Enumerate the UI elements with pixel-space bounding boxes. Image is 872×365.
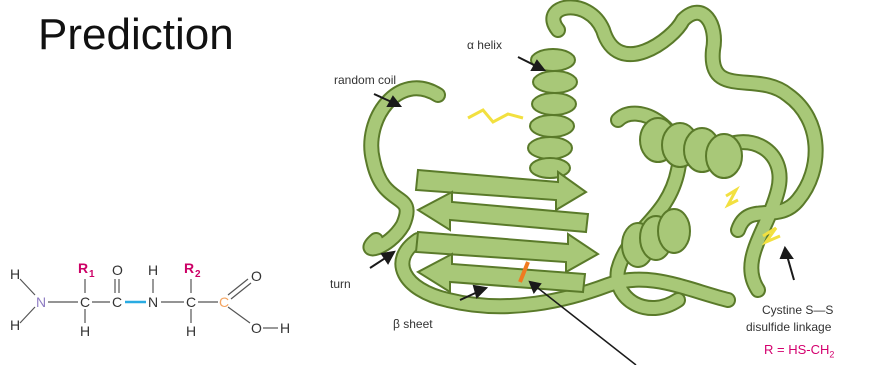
atom-r2: R (184, 260, 194, 276)
atom-h-top: H (10, 266, 20, 282)
disulfide-right (726, 190, 738, 205)
atom-c-alpha1: C (80, 294, 90, 310)
atom-o-hydroxyl: O (251, 320, 262, 336)
atom-c-alpha2: C (186, 294, 196, 310)
label-cystine-line1: Cystine S—S (762, 303, 833, 317)
label-cystine-line2: disulfide linkage (746, 320, 831, 334)
alpha-helix-lower (622, 209, 690, 267)
beta-sheet (416, 170, 598, 292)
label-random-coil: random coil (334, 73, 396, 87)
label-beta-sheet: β sheet (393, 317, 433, 331)
r-group-formula-sub: 2 (829, 350, 834, 360)
atom-n-terminus: N (36, 294, 46, 310)
atom-h-hydroxyl: H (280, 320, 290, 336)
label-turn: turn (330, 277, 351, 291)
atom-r2-sub: 2 (195, 269, 201, 280)
r-group-formula-text: R = HS-CH (764, 342, 829, 357)
atom-n-amide: N (148, 294, 158, 310)
atom-r1: R (78, 260, 88, 276)
atom-r1-sub: 1 (89, 269, 95, 280)
atom-h-alpha1: H (80, 323, 90, 339)
atom-c-acid: C (219, 294, 229, 310)
label-alpha-helix: α helix (467, 38, 502, 52)
atom-h-bottom: H (10, 317, 20, 333)
atom-h-alpha2: H (186, 323, 196, 339)
atom-c-carbonyl: C (112, 294, 122, 310)
alpha-helix-right (640, 118, 742, 178)
disulfide-top (468, 110, 523, 122)
slide-title: Prediction (38, 10, 234, 60)
r-group-formula: R = HS-CH2 (764, 342, 834, 360)
atom-o-carbonyl: O (112, 262, 123, 278)
atom-o-acid: O (251, 268, 262, 284)
dipeptide-structure: H H N R 1 C H O C H N R 2 C H O C O H (0, 255, 300, 355)
loop-left (370, 88, 438, 248)
atom-h-amide: H (148, 262, 158, 278)
